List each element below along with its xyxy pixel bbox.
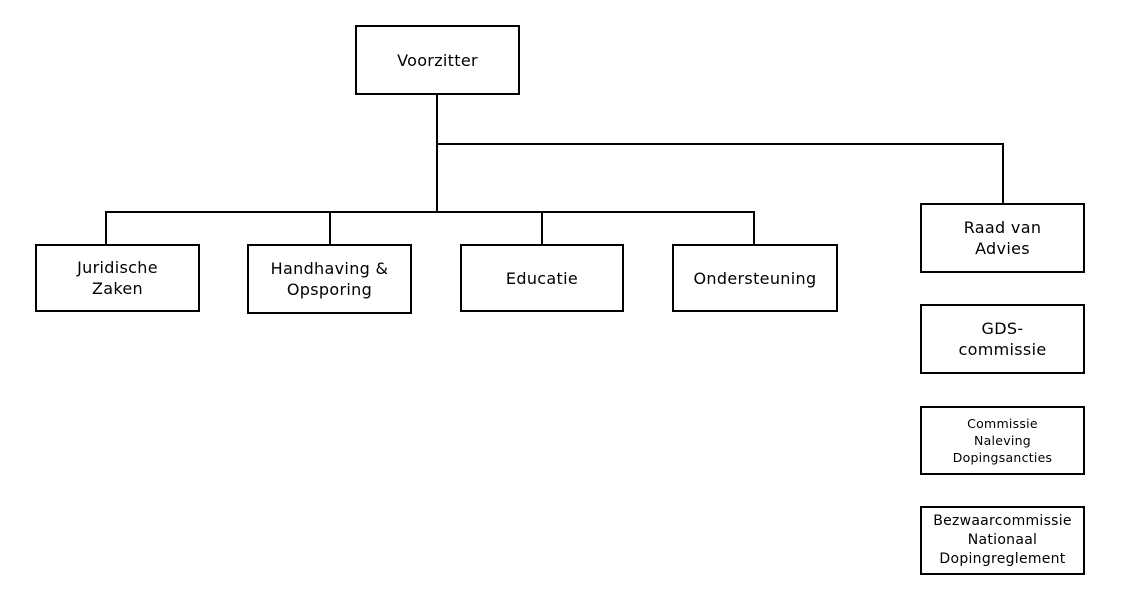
node-commissie-naleving-dopingsancties-label: Commissie Naleving Dopingsancties: [952, 416, 1053, 465]
node-raad-van-advies-label: Raad van Advies: [963, 218, 1042, 258]
node-educatie-label: Educatie: [505, 268, 579, 288]
node-ondersteuning-label: Ondersteuning: [693, 268, 817, 288]
connector-stub-juridische-zaken: [105, 211, 107, 244]
node-bezwaarcommissie-nationaal-dopingreglement: Bezwaarcommissie Nationaal Dopingregleme…: [920, 506, 1085, 575]
node-handhaving-opsporing-label: Handhaving & Opsporing: [270, 259, 389, 299]
node-juridische-zaken-label: Juridische Zaken: [77, 258, 158, 298]
node-voorzitter-label: Voorzitter: [397, 50, 478, 70]
node-ondersteuning: Ondersteuning: [672, 244, 838, 312]
node-educatie: Educatie: [460, 244, 624, 312]
node-commissie-naleving-dopingsancties: Commissie Naleving Dopingsancties: [920, 406, 1085, 475]
connector-branch-horizontal: [436, 143, 1004, 145]
connector-voorzitter-vertical: [436, 95, 438, 213]
node-voorzitter: Voorzitter: [355, 25, 520, 95]
node-gds-commissie-label: GDS- commissie: [958, 319, 1047, 359]
connector-children-horizontal: [105, 211, 755, 213]
connector-raad-van-advies-vertical: [1002, 143, 1004, 203]
node-bezwaarcommissie-nationaal-dopingreglement-label: Bezwaarcommissie Nationaal Dopingregleme…: [933, 513, 1072, 567]
connector-stub-handhaving: [329, 211, 331, 244]
connector-stub-ondersteuning: [753, 211, 755, 244]
node-raad-van-advies: Raad van Advies: [920, 203, 1085, 273]
node-handhaving-opsporing: Handhaving & Opsporing: [247, 244, 412, 314]
node-gds-commissie: GDS- commissie: [920, 304, 1085, 374]
connector-stub-educatie: [541, 211, 543, 244]
node-juridische-zaken: Juridische Zaken: [35, 244, 200, 312]
